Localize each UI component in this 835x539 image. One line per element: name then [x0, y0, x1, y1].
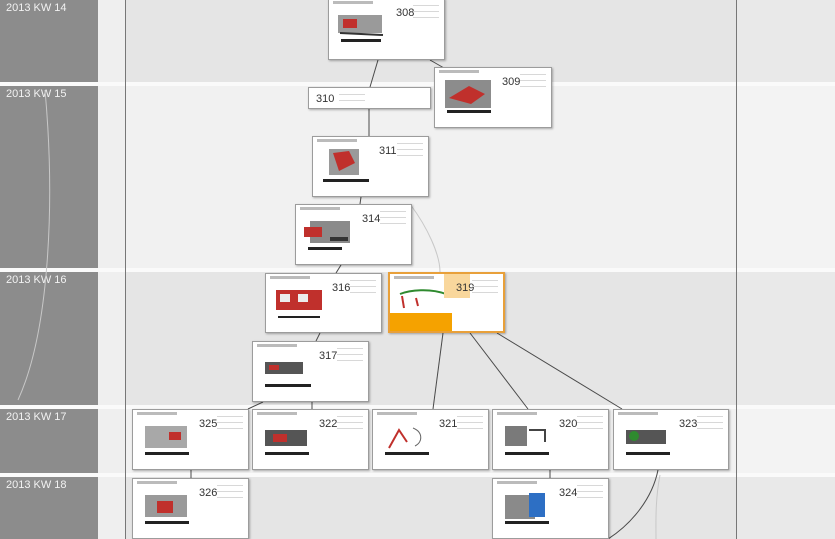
node-card-324[interactable]: 324 — [492, 478, 609, 539]
edge-308-310 — [369, 59, 379, 88]
edge-317-325 — [247, 401, 264, 410]
node-number: 314 — [362, 213, 381, 225]
sketch-thumbnail-icon — [276, 290, 322, 318]
lane-label-text: 2013 KW 15 — [6, 88, 67, 100]
node-number: 321 — [439, 418, 458, 430]
sketch-thumbnail-icon — [385, 427, 429, 455]
node-card-309[interactable]: 309 — [434, 67, 552, 128]
lane-label: 2013 KW 16 — [0, 272, 98, 405]
sketch-thumbnail-icon — [505, 493, 549, 524]
node-card-325[interactable]: 325 — [132, 409, 249, 470]
sketch-thumbnail-icon — [265, 430, 309, 455]
node-number: 309 — [502, 76, 521, 88]
lane-label-text: 2013 KW 17 — [6, 411, 67, 423]
edge-316-317 — [315, 332, 321, 342]
sketch-thumbnail-icon — [445, 80, 491, 113]
lane-label-text: 2013 KW 18 — [6, 479, 67, 491]
edge-319-323 — [496, 332, 623, 410]
edge-faint-right — [655, 474, 661, 539]
sketch-thumbnail-icon — [145, 495, 189, 524]
lane-label-text: 2013 KW 14 — [6, 2, 67, 14]
lane-kw16: 2013 KW 16 — [0, 272, 835, 405]
node-number: 326 — [199, 487, 218, 499]
node-number: 319 — [456, 282, 475, 294]
column-divider — [736, 0, 737, 539]
edge-faint-314-319 — [409, 203, 441, 273]
node-card-314[interactable]: 314 — [295, 204, 412, 265]
sketch-thumbnail-icon — [399, 289, 447, 309]
node-number: 317 — [319, 350, 338, 362]
node-card-322[interactable]: 322 — [252, 409, 369, 470]
node-card-319-selected[interactable]: 319 — [388, 272, 505, 333]
node-card-323[interactable]: 323 — [613, 409, 729, 470]
sketch-thumbnail-icon — [323, 149, 369, 182]
node-number: 316 — [332, 282, 351, 294]
lane-label-text: 2013 KW 16 — [6, 274, 67, 286]
node-card-326[interactable]: 326 — [132, 478, 249, 539]
sketch-thumbnail-icon — [338, 15, 384, 42]
edge-314-316 — [335, 264, 342, 274]
sketch-thumbnail-icon — [304, 221, 350, 250]
node-card-310[interactable]: 310 — [308, 87, 431, 109]
node-number: 320 — [559, 418, 578, 430]
node-number: 323 — [679, 418, 698, 430]
node-number: 325 — [199, 418, 218, 430]
node-card-311[interactable]: 311 — [312, 136, 429, 197]
edge-311-314 — [359, 196, 362, 205]
sketch-thumbnail-icon — [145, 426, 189, 455]
sketch-thumbnail-icon — [265, 362, 311, 387]
edge-308-309 — [429, 59, 445, 69]
edge-319-320 — [469, 332, 529, 410]
node-number: 322 — [319, 418, 338, 430]
node-number: 324 — [559, 487, 578, 499]
node-number: 308 — [396, 7, 415, 19]
sketch-thumbnail-icon — [626, 430, 670, 455]
edge-319-321 — [432, 332, 444, 410]
highlight-swatch — [444, 274, 470, 298]
node-card-321[interactable]: 321 — [372, 409, 489, 470]
node-card-316[interactable]: 316 — [265, 273, 382, 333]
node-card-320[interactable]: 320 — [492, 409, 609, 470]
selection-bar — [390, 313, 452, 331]
lane-kw15: 2013 KW 15 — [0, 86, 835, 268]
column-divider — [125, 0, 126, 539]
node-number: 311 — [379, 145, 397, 157]
lane-label: 2013 KW 14 — [0, 0, 98, 82]
edge-323-bottom — [607, 469, 659, 539]
edge-faint-left — [17, 89, 51, 401]
node-card-317[interactable]: 317 — [252, 341, 369, 402]
lane-label: 2013 KW 17 — [0, 409, 98, 473]
sketch-thumbnail-icon — [505, 426, 549, 455]
node-number: 310 — [316, 93, 335, 105]
node-card-308[interactable]: 308 — [328, 0, 445, 60]
lane-label: 2013 KW 18 — [0, 477, 98, 539]
